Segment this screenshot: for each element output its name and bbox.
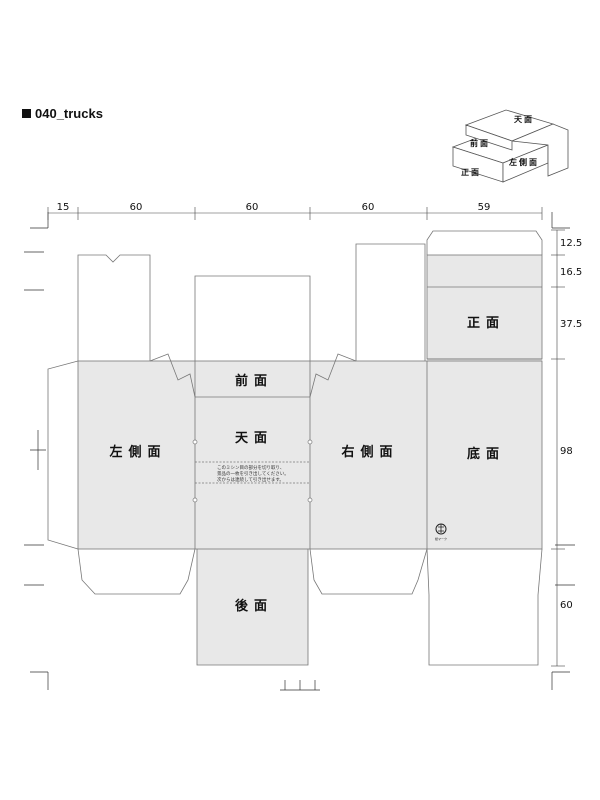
note-line-1: このミシン目の部分を切り取り、 xyxy=(217,464,284,471)
preview-label-face: 正面 xyxy=(461,168,481,177)
face-top-flap xyxy=(426,230,543,255)
title-square-icon xyxy=(22,109,31,118)
right-top-flap xyxy=(355,243,426,361)
note-line-3: 次からは連続して引き出せます。 xyxy=(217,476,284,483)
cut-lines xyxy=(47,230,543,666)
base-bottom-flap xyxy=(426,548,543,666)
left-bottom-flap xyxy=(77,548,196,595)
back-panel-outline xyxy=(196,549,309,666)
right-dimension-line xyxy=(551,229,565,667)
right-bottom-flap xyxy=(309,548,428,595)
dim-h-60-b: 60 xyxy=(246,202,259,213)
label-right-side: 右側面 xyxy=(340,444,398,460)
dim-h-60-a: 60 xyxy=(130,202,143,213)
note-line-2: 景品の一枚を引き出してください。 xyxy=(217,470,289,477)
glue-flap xyxy=(47,360,79,550)
left-top-flap xyxy=(77,254,151,361)
dim-v-16-5: 16.5 xyxy=(560,267,582,278)
dim-v-98: 98 xyxy=(560,446,573,457)
top-tuck-flap xyxy=(194,275,311,361)
right-dust-flap xyxy=(309,353,357,398)
label-back: 後面 xyxy=(235,598,273,614)
template-name: 040_trucks xyxy=(35,106,103,121)
label-left-side: 左側面 xyxy=(109,444,166,460)
top-dimension-line xyxy=(47,207,543,220)
dim-h-59: 59 xyxy=(478,202,491,213)
dim-v-12-5: 12.5 xyxy=(560,238,582,249)
preview-label-front: 前面 xyxy=(470,138,490,148)
template-title: 040_trucks xyxy=(22,106,103,121)
left-dust-flap xyxy=(149,353,196,398)
crop-marks xyxy=(24,212,575,691)
preview-label-top: 天面 xyxy=(514,115,534,124)
recycle-mark-label: 紙マーク xyxy=(435,536,447,541)
dim-h-15: 15 xyxy=(57,202,70,213)
preview-label-left-side: 左側面 xyxy=(508,157,539,167)
box-preview-illustration: 天面 前面 正面 左側面 xyxy=(451,109,569,183)
dim-v-60: 60 xyxy=(560,600,573,611)
dim-h-60-c: 60 xyxy=(362,202,375,213)
label-front: 前面 xyxy=(235,373,273,389)
perforation-marks xyxy=(192,439,313,503)
dim-v-37-5: 37.5 xyxy=(560,319,582,330)
printed-areas xyxy=(78,255,542,665)
recycle-mark-icon: 紙マーク xyxy=(435,523,447,541)
label-bottom: 底面 xyxy=(467,446,505,462)
label-top: 天面 xyxy=(235,431,273,446)
label-face: 正面 xyxy=(467,316,505,331)
